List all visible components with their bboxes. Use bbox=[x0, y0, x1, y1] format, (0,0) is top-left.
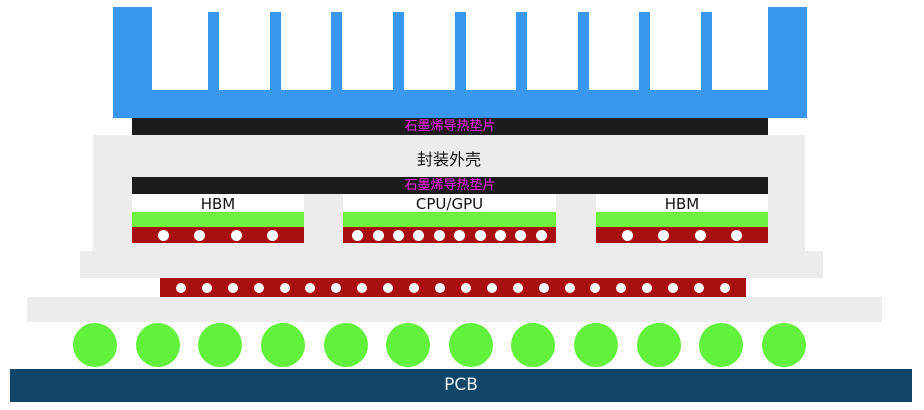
c4-bump bbox=[253, 283, 264, 293]
c4-bump bbox=[201, 283, 212, 293]
micro-bump bbox=[621, 229, 633, 241]
cpu-gpu-green-layer bbox=[343, 212, 556, 227]
solder-ball bbox=[323, 323, 368, 367]
micro-bump bbox=[352, 229, 364, 241]
hbm-right-green-layer bbox=[596, 212, 768, 227]
micro-bump bbox=[454, 229, 466, 241]
heat-sink-fin bbox=[639, 12, 651, 92]
inner-thermal-pad: 石墨烯导热垫片 bbox=[132, 177, 768, 194]
solder-ball bbox=[386, 323, 431, 367]
hbm-left-bump-row bbox=[132, 227, 304, 243]
c4-bump bbox=[668, 283, 679, 293]
c4-bump bbox=[538, 283, 549, 293]
micro-bump bbox=[194, 229, 206, 241]
c4-bump bbox=[616, 283, 627, 293]
heat-sink-fin bbox=[700, 12, 712, 92]
micro-bump bbox=[267, 229, 279, 241]
hbm-right-die: HBM bbox=[596, 194, 768, 213]
c4-bump bbox=[460, 283, 471, 293]
micro-bump bbox=[372, 229, 384, 241]
solder-ball bbox=[260, 323, 305, 367]
c4-bump bbox=[305, 283, 316, 293]
micro-bump bbox=[694, 229, 706, 241]
heat-sink-base bbox=[113, 90, 807, 118]
micro-bump bbox=[658, 229, 670, 241]
c4-bump bbox=[642, 283, 653, 293]
heat-sink-fin bbox=[454, 12, 466, 92]
heat-sink-fin bbox=[208, 12, 220, 92]
micro-bump bbox=[515, 229, 527, 241]
micro-bump bbox=[494, 229, 506, 241]
c4-bump bbox=[383, 283, 394, 293]
heat-sink bbox=[113, 7, 807, 118]
micro-bump bbox=[474, 229, 486, 241]
c4-bump bbox=[331, 283, 342, 293]
c4-bump bbox=[357, 283, 368, 293]
c4-bump bbox=[227, 283, 238, 293]
cpu-gpu-die: CPU/GPU bbox=[343, 194, 556, 213]
micro-bump bbox=[230, 229, 242, 241]
micro-bump bbox=[433, 229, 445, 241]
c4-bump bbox=[279, 283, 290, 293]
inner-thermal-pad-label: 石墨烯导热垫片 bbox=[404, 178, 496, 193]
c4-bump bbox=[175, 283, 186, 293]
heat-sink-fin bbox=[269, 12, 281, 92]
c4-bump bbox=[486, 283, 497, 293]
c4-bump bbox=[512, 283, 523, 293]
pcb-board: PCB bbox=[10, 369, 912, 402]
hbm-right-label: HBM bbox=[664, 195, 700, 213]
c4-bump bbox=[694, 283, 705, 293]
package-housing-label: 封装外壳 bbox=[416, 150, 481, 169]
solder-ball bbox=[73, 323, 117, 367]
hbm-left-die: HBM bbox=[132, 194, 304, 213]
micro-bump bbox=[393, 229, 405, 241]
c4-bump bbox=[434, 283, 445, 293]
c4-bump bbox=[409, 283, 420, 293]
hbm-right-stack: HBM bbox=[596, 194, 768, 250]
micro-bump bbox=[157, 229, 169, 241]
heat-sink-fin bbox=[392, 12, 404, 92]
hbm-left-green-layer bbox=[132, 212, 304, 227]
top-thermal-pad: 石墨烯导热垫片 bbox=[132, 118, 768, 135]
cpu-gpu-bump-row bbox=[343, 227, 556, 243]
micro-bump bbox=[535, 229, 547, 241]
micro-bump bbox=[413, 229, 425, 241]
hbm-right-bump-row bbox=[596, 227, 768, 243]
c4-bump bbox=[719, 283, 730, 293]
heat-sink-fin bbox=[331, 12, 343, 92]
cpu-gpu-label: CPU/GPU bbox=[415, 195, 484, 213]
hbm-left-label: HBM bbox=[200, 195, 236, 213]
solder-ball bbox=[511, 323, 556, 367]
top-thermal-pad-label: 石墨烯导热垫片 bbox=[404, 119, 496, 134]
substrate-layer bbox=[27, 297, 882, 322]
interposer-layer bbox=[80, 251, 823, 278]
solder-ball bbox=[198, 323, 243, 367]
interposer-bump-row bbox=[160, 278, 746, 298]
c4-bump bbox=[564, 283, 575, 293]
hbm-left-stack: HBM bbox=[132, 194, 304, 250]
solder-ball bbox=[761, 323, 806, 367]
micro-bump bbox=[731, 229, 743, 241]
solder-ball bbox=[448, 323, 493, 367]
cpu-gpu-stack: CPU/GPU bbox=[343, 194, 556, 250]
c4-bump bbox=[590, 283, 601, 293]
solder-ball-row bbox=[73, 323, 806, 367]
solder-ball bbox=[135, 323, 180, 367]
heat-sink-fin bbox=[577, 12, 589, 92]
solder-ball bbox=[699, 323, 744, 367]
solder-ball bbox=[574, 323, 618, 367]
heat-sink-fin bbox=[516, 12, 528, 92]
solder-ball bbox=[636, 323, 681, 367]
pcb-label: PCB bbox=[444, 375, 478, 395]
